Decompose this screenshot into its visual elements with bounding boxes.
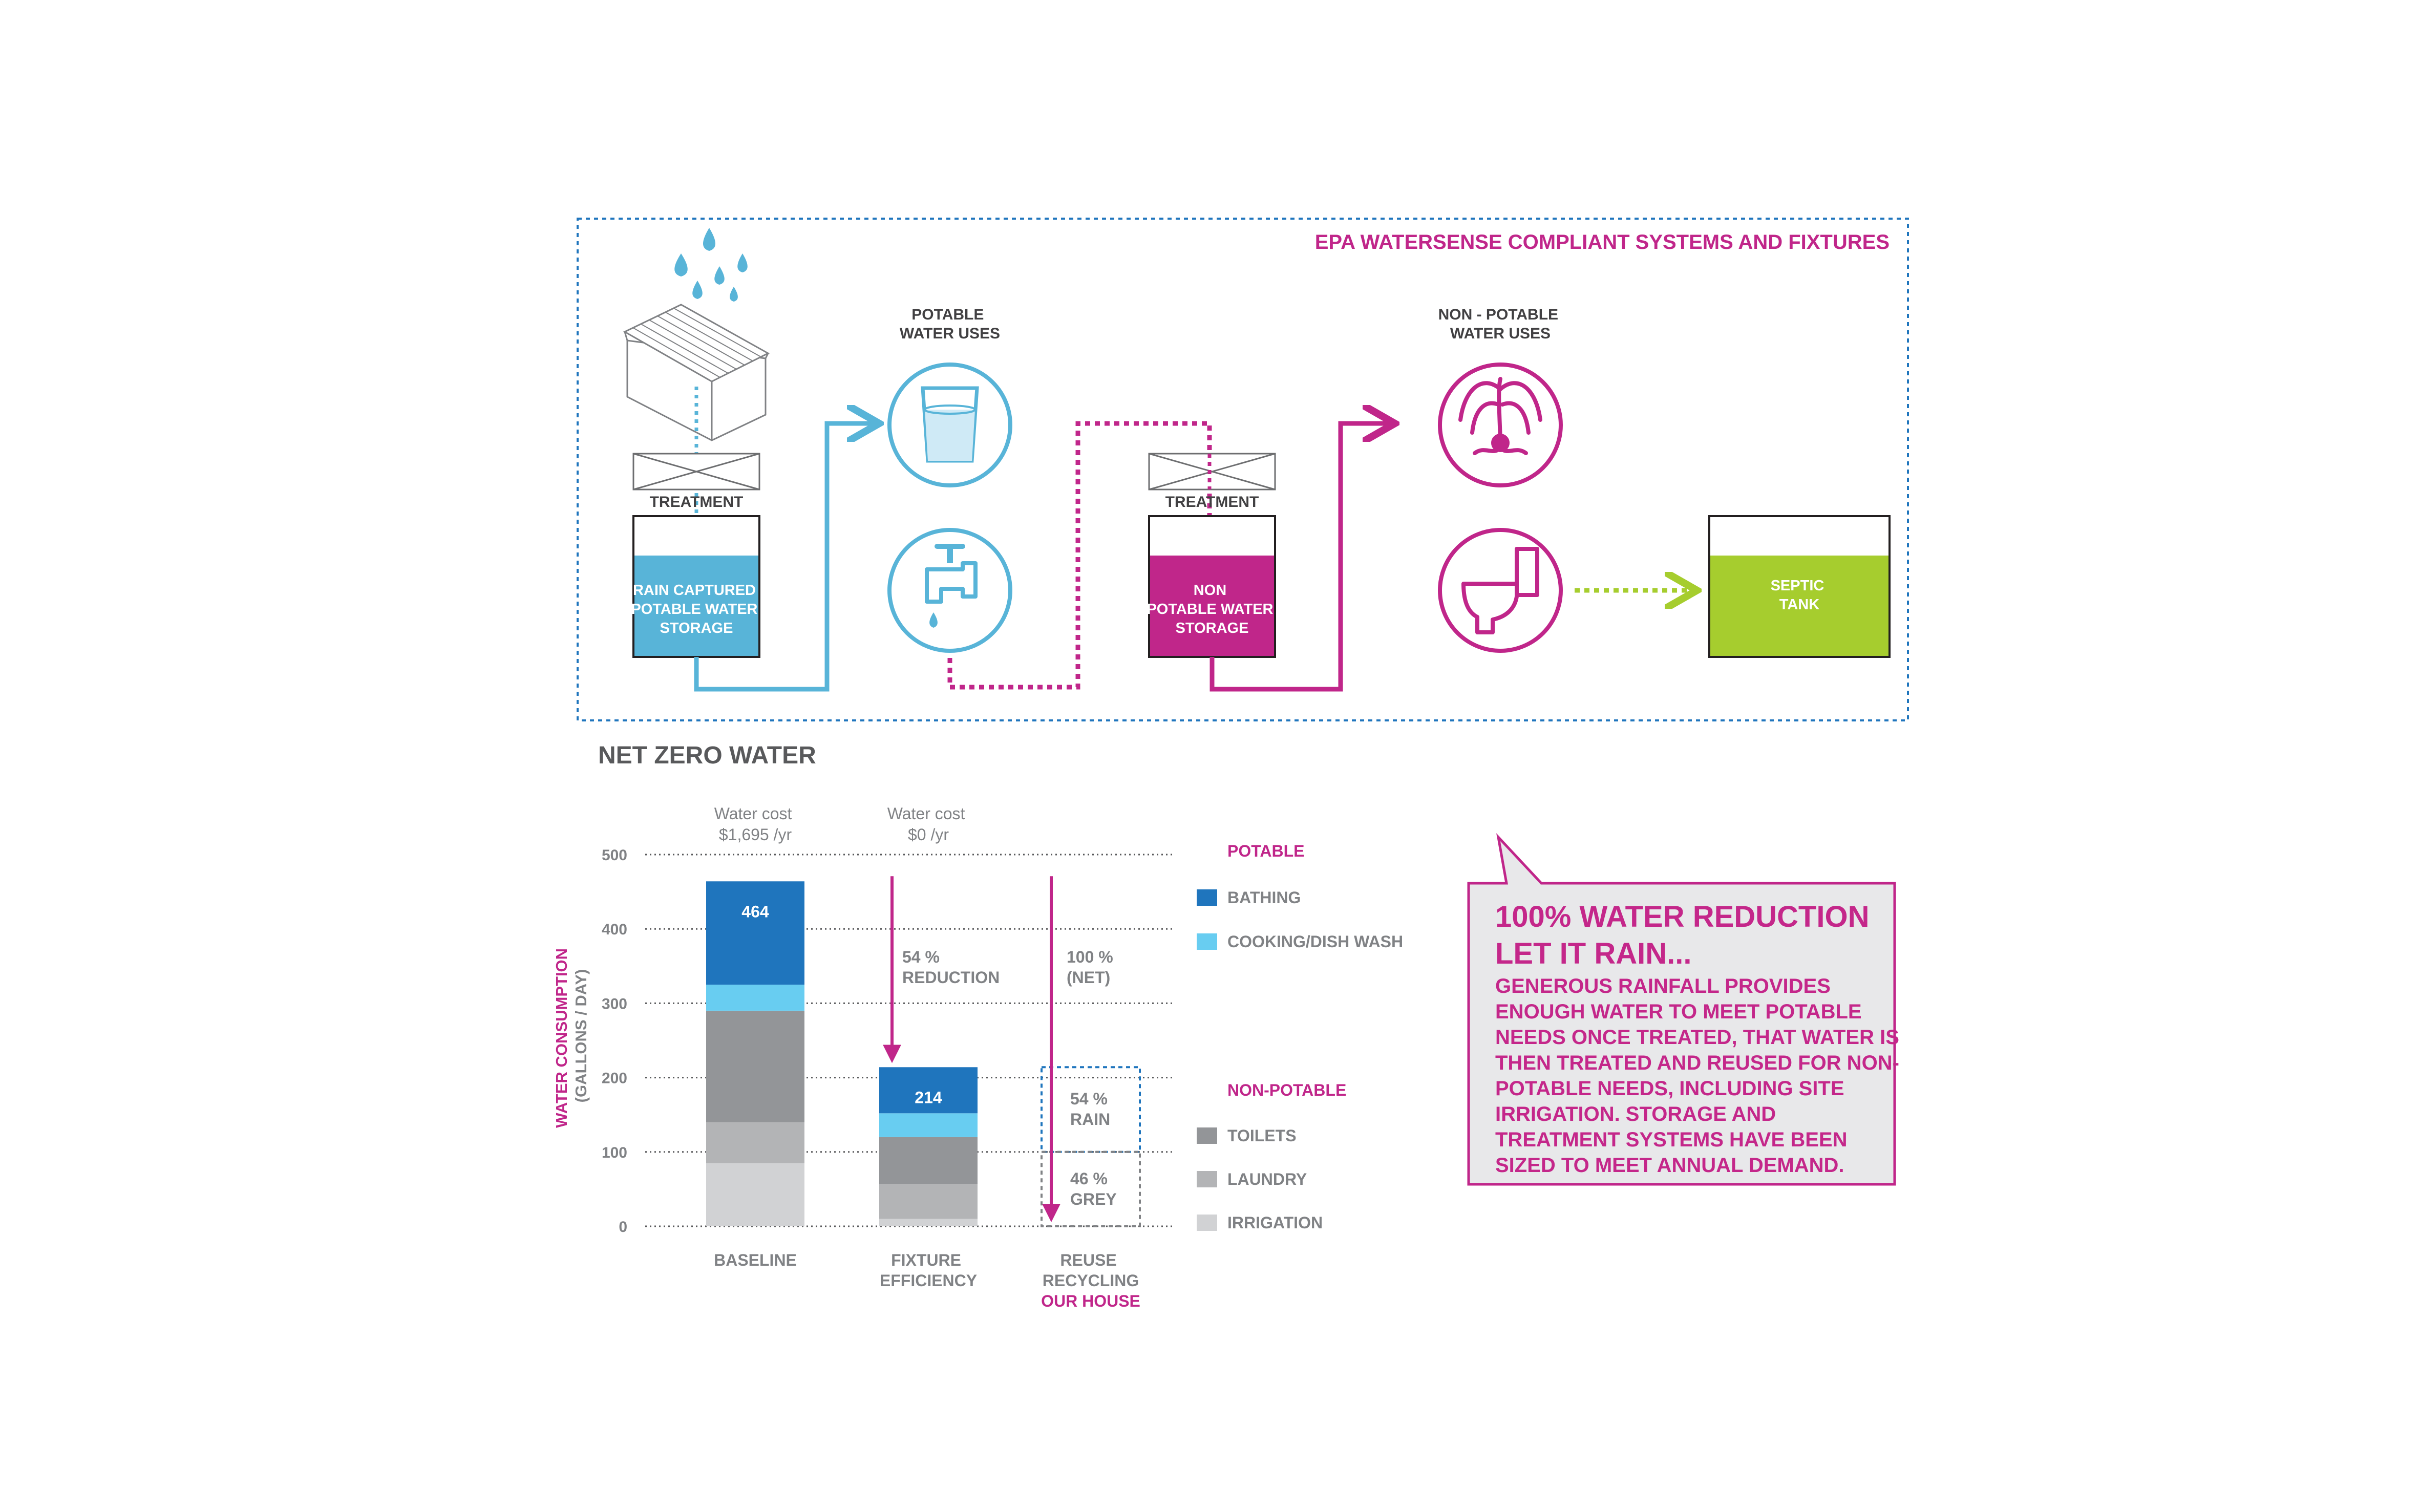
nonpotable-storage-label: NON POTABLE WATER STORAGE	[1147, 582, 1277, 636]
rooftop-ridges	[632, 308, 761, 378]
rain-storage-water	[634, 556, 758, 656]
legend-swatch-toilets	[1197, 1127, 1217, 1144]
annotation-reduction: 54 % REDUCTION	[902, 948, 1000, 987]
y-axis-label: WATER CONSUMPTION (GALLONS / DAY)	[553, 944, 590, 1127]
septic-tank-fill	[1710, 556, 1888, 656]
category-label-baseline: BASELINE	[714, 1251, 797, 1269]
bar-total-label-0: 464	[741, 902, 769, 921]
bar-total-label-1: 214	[915, 1088, 942, 1106]
faucet-icon	[887, 528, 1012, 653]
y-tick-label-200: 200	[602, 1070, 627, 1087]
bar-bathing-1	[879, 1067, 978, 1114]
legend-label-bathing: BATHING	[1227, 888, 1301, 907]
legend-swatch-laundry	[1197, 1171, 1217, 1187]
water-consumption-chart: 0 100 200 300 400 500 464 214 Water cost $1,69…	[553, 804, 1403, 1310]
callout-title-line-1: 100% WATER REDUCTION	[1495, 900, 1870, 933]
septic-tank-label: SEPTIC TANK	[1771, 578, 1829, 613]
water-cost-baseline: Water cost $1,695 /yr	[714, 804, 797, 844]
treatment-label-2: TREATMENT	[1165, 494, 1259, 510]
y-tick-label-300: 300	[602, 995, 627, 1012]
annotation-net: 100 % (NET)	[1067, 948, 1118, 987]
bar-cooking-dish-wash-0	[706, 985, 804, 1011]
toilet-icon	[1438, 528, 1563, 653]
annotation-rain: 54 % RAIN	[1070, 1090, 1112, 1128]
legend-swatch-irrigation	[1197, 1215, 1217, 1231]
bar-cooking-dish-wash-1	[879, 1113, 978, 1137]
y-tick-label-0: 0	[619, 1219, 627, 1236]
chart-legend: POTABLE BATHING COOKING/DISH WASH NON-PO…	[1197, 842, 1403, 1232]
overlay-layer	[883, 876, 1141, 1228]
our-house-label: OUR HOUSE	[1041, 1292, 1140, 1310]
y-axis-label-main: WATER CONSUMPTION	[553, 948, 570, 1128]
callout-text: 100% WATER REDUCTION LET IT RAIN... GENE…	[1495, 899, 1905, 1178]
y-tick-label-100: 100	[602, 1144, 627, 1161]
rain-storage-label: RAIN CAPTURED POTABLE WATER STORAGE	[631, 582, 761, 636]
callout-title: 100% WATER REDUCTION LET IT RAIN...	[1495, 899, 1905, 972]
bar-irrigation-0	[706, 1163, 804, 1226]
legend-swatch-cooking	[1197, 933, 1217, 950]
drinking-glass-icon	[887, 363, 1012, 487]
legend-label-irrigation: IRRIGATION	[1227, 1213, 1323, 1232]
bar-laundry-1	[879, 1184, 978, 1219]
category-label-reuse: REUSE RECYCLING	[1043, 1251, 1139, 1290]
callout-title-line-2: LET IT RAIN...	[1495, 937, 1692, 970]
annotation-grey: 46 % GREY	[1070, 1169, 1117, 1208]
legend-label-toilets: TOILETS	[1227, 1126, 1297, 1145]
nonpotable-storage-water	[1150, 556, 1274, 656]
callout-speech-bubble	[1467, 833, 1896, 1186]
category-label-efficiency: FIXTURE EFFICIENCY	[880, 1251, 977, 1290]
legend-group-potable: POTABLE	[1227, 842, 1305, 860]
legend-swatch-bathing	[1197, 889, 1217, 906]
treatment-box-1	[632, 453, 760, 491]
y-tick-label-400: 400	[602, 921, 627, 938]
bar-toilets-0	[706, 1010, 804, 1122]
callout-body: GENEROUS RAINFALL PROVIDES ENOUGH WATER …	[1495, 975, 1899, 1177]
fountain-icon	[1438, 363, 1563, 487]
reuse-grey-box	[1041, 1151, 1141, 1228]
bar-laundry-0	[706, 1122, 804, 1163]
water-cost-efficiency: Water cost $0 /yr	[887, 804, 970, 844]
bar-irrigation-1	[879, 1219, 978, 1226]
bar-toilets-1	[879, 1137, 978, 1184]
section-title: NET ZERO WATER	[598, 742, 816, 769]
rooftop-icon	[623, 304, 770, 441]
greywater-pipe	[947, 421, 1212, 690]
potable-supply-pipe	[694, 423, 875, 692]
y-tick-label-500: 500	[602, 847, 627, 864]
treatment-box-2	[1148, 453, 1276, 491]
bar-bathing-0	[706, 881, 804, 985]
y-axis-label-unit: (GALLONS / DAY)	[572, 969, 590, 1103]
legend-label-cooking: COOKING/DISH WASH	[1227, 932, 1403, 951]
legend-label-laundry: LAUNDRY	[1227, 1170, 1307, 1188]
systems-header: EPA WATERSENSE COMPLIANT SYSTEMS AND FIX…	[1315, 231, 1890, 253]
bars-layer: 464 214	[706, 881, 978, 1226]
systems-frame	[577, 218, 1909, 721]
potable-uses-label: POTABLE WATER USES	[900, 306, 1000, 342]
nonpotable-supply-pipe	[1210, 423, 1390, 692]
rain-drops-icon	[674, 228, 748, 302]
treatment-label-1: TREATMENT	[650, 494, 744, 510]
legend-group-nonpotable: NON-POTABLE	[1227, 1081, 1346, 1099]
nonpotable-uses-label: NON - POTABLE WATER USES	[1438, 306, 1563, 342]
